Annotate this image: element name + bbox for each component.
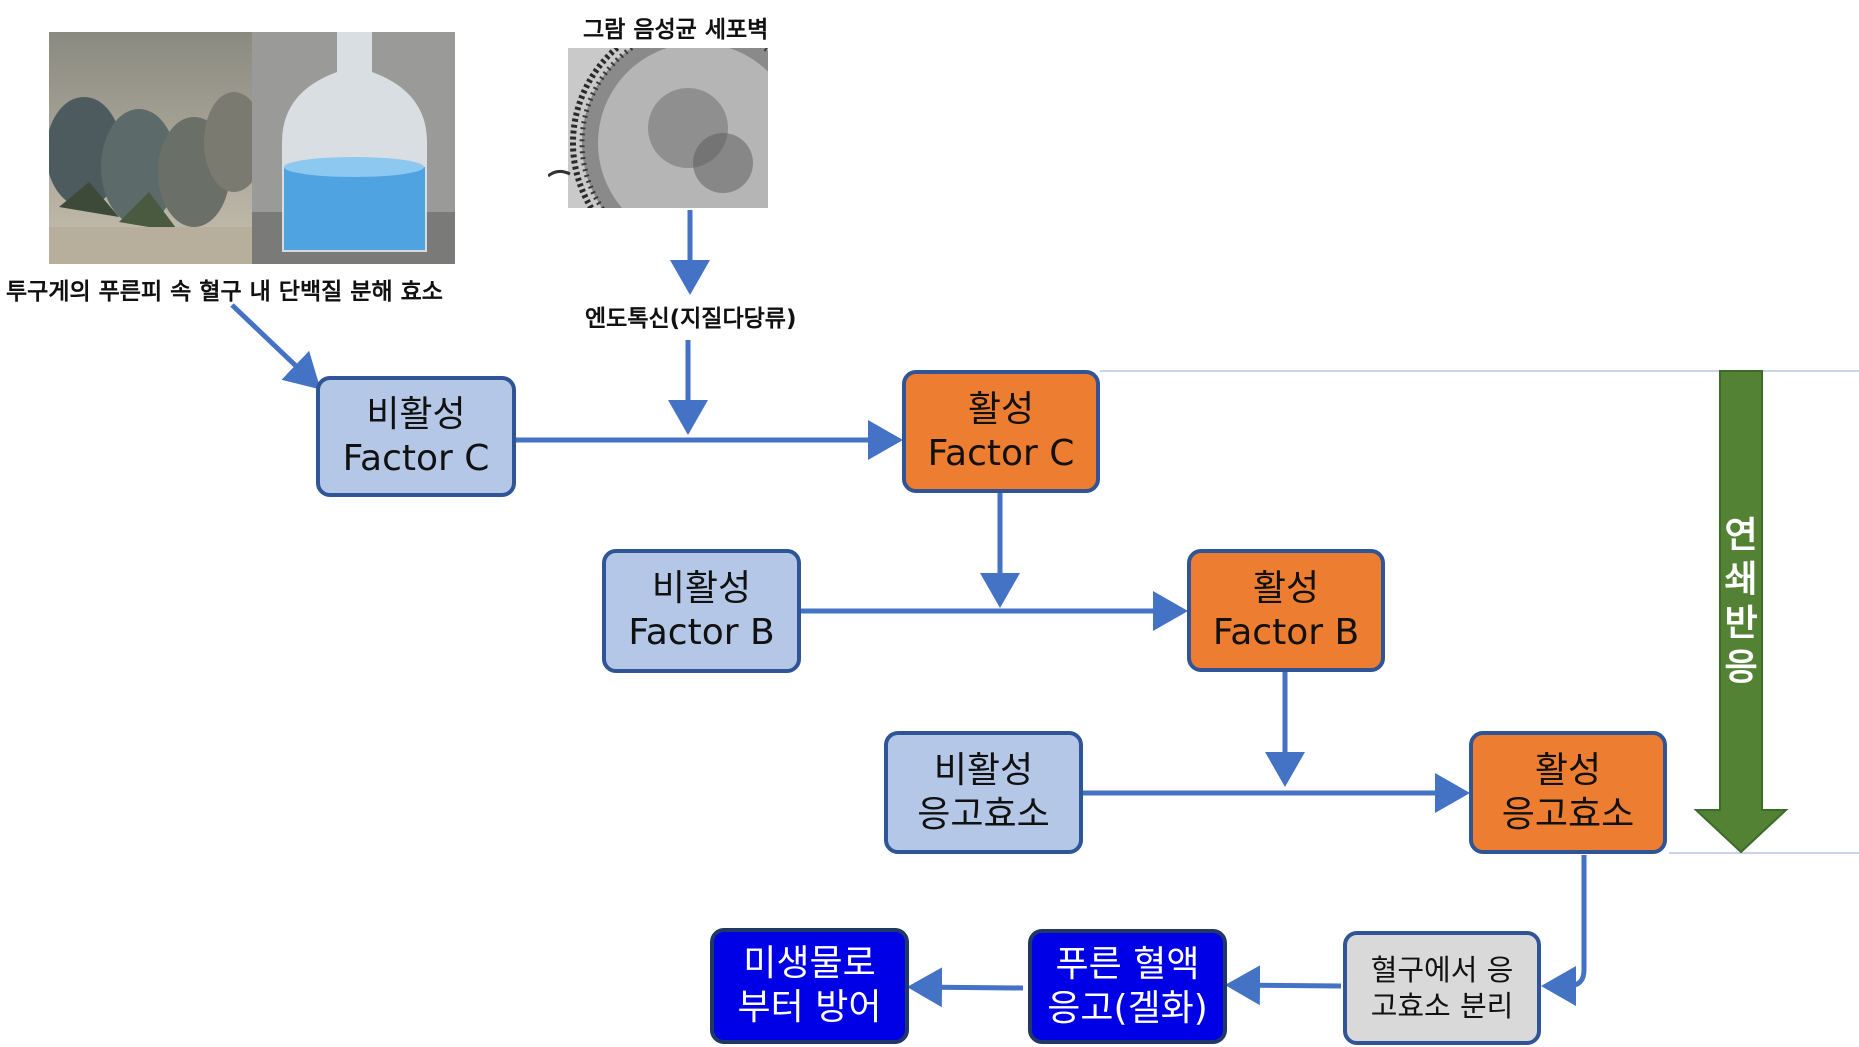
box-line: Factor B bbox=[628, 612, 775, 653]
cascade-char: 반 bbox=[1724, 603, 1758, 644]
box-line: 응고효소 bbox=[917, 793, 1050, 835]
box-line: Factor C bbox=[342, 437, 490, 479]
inactive-factor-b-box: 비활성 Factor B bbox=[602, 549, 801, 673]
box-line: 부터 방어 bbox=[737, 987, 882, 1028]
arrow-clot-to-separation bbox=[1541, 855, 1587, 1006]
box-line: 비활성 bbox=[651, 568, 752, 609]
active-factor-b-box: 활성 Factor B bbox=[1187, 549, 1385, 672]
cascade-char: 응 bbox=[1724, 647, 1758, 688]
enzyme-separation-box: 혈구에서 응 고효소 분리 bbox=[1343, 931, 1541, 1045]
box-line: 응고(겔화) bbox=[1047, 987, 1208, 1029]
blue-blood-bottle-photo bbox=[252, 32, 455, 264]
horseshoe-crab-photo bbox=[49, 32, 252, 264]
cascade-char: 연 bbox=[1724, 515, 1758, 556]
box-line: 미생물로 bbox=[743, 943, 876, 984]
active-factor-c-box: 활성 Factor C bbox=[902, 370, 1100, 493]
blue-blood-gelation-box: 푸른 혈액 응고(겔화) bbox=[1028, 929, 1227, 1044]
arrow-horseshoe-to-factor-c bbox=[230, 303, 321, 390]
arrow-gelation-to-defense bbox=[907, 967, 1024, 1008]
inactive-clotting-enzyme-box: 비활성 응고효소 bbox=[884, 731, 1083, 854]
box-line: 고효소 분리 bbox=[1370, 989, 1514, 1023]
gram-negative-cell-wall-micrograph bbox=[548, 48, 768, 208]
cascade-label: 연 쇄 반 응 bbox=[1719, 514, 1763, 690]
microbe-defense-box: 미생물로 부터 방어 bbox=[710, 928, 909, 1044]
box-line: Factor C bbox=[927, 432, 1075, 474]
active-clotting-enzyme-box: 활성 응고효소 bbox=[1469, 731, 1667, 854]
box-line: 푸른 혈액 bbox=[1055, 943, 1200, 985]
cell-wall-caption: 그람 음성균 세포벽 bbox=[583, 17, 769, 43]
box-line: 혈구에서 응 bbox=[1370, 953, 1514, 987]
box-line: 비활성 bbox=[366, 393, 466, 435]
box-line: 응고효소 bbox=[1501, 793, 1635, 835]
cascade-char: 쇄 bbox=[1724, 559, 1758, 600]
cascade-arrow bbox=[1693, 370, 1789, 854]
box-line: 비활성 bbox=[933, 749, 1034, 791]
box-line: 활성 bbox=[1534, 749, 1602, 791]
box-line: 활성 bbox=[1252, 567, 1320, 609]
box-line: 활성 bbox=[967, 388, 1035, 430]
horseshoe-crab-caption: 투구게의 푸른피 속 혈구 내 단백질 분해 효소 bbox=[6, 279, 443, 305]
arrow-separation-to-gelation bbox=[1225, 965, 1342, 1006]
endotoxin-caption: 엔도톡신(지질다당류) bbox=[585, 306, 797, 332]
inactive-factor-c-box: 비활성 Factor C bbox=[316, 376, 516, 497]
box-line: Factor B bbox=[1212, 611, 1360, 653]
